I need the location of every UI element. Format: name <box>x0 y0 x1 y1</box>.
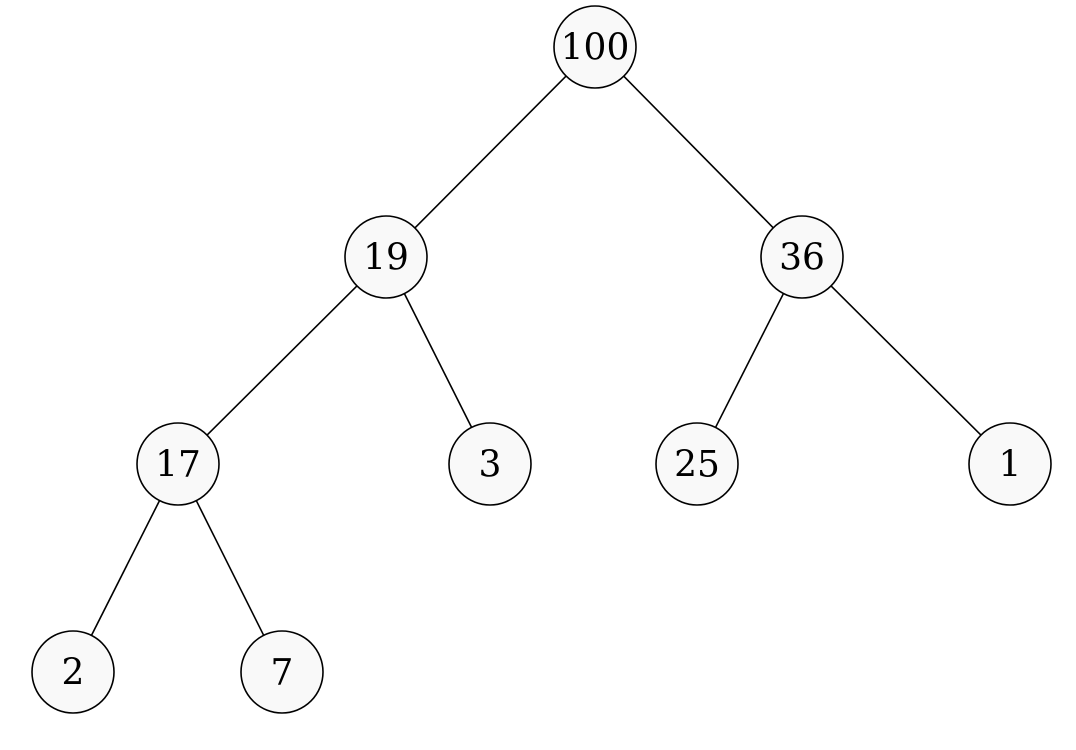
tree-edge <box>403 293 473 428</box>
tree-node: 7 <box>240 630 324 714</box>
tree-node-circle <box>240 630 324 714</box>
tree-node-circle <box>760 215 844 299</box>
tree-node-circle <box>968 422 1052 506</box>
tree-nodes: 100 19 36 17 3 25 1 2 7 <box>31 5 1052 714</box>
tree-node-circle <box>344 215 428 299</box>
tree-node: 100 <box>553 5 637 89</box>
tree-node-label: 1 <box>999 445 1022 486</box>
tree-node: 3 <box>448 422 532 506</box>
tree-edge <box>90 500 161 636</box>
tree-node-label: 7 <box>271 653 294 694</box>
tree-node: 19 <box>344 215 428 299</box>
tree-edge <box>830 285 982 436</box>
tree-node-label: 2 <box>62 653 85 694</box>
tree-node-label: 19 <box>363 238 409 279</box>
tree-node-circle <box>448 422 532 506</box>
tree-node-label: 100 <box>561 28 630 69</box>
tree-edge <box>623 75 774 229</box>
tree-node-label: 25 <box>674 445 720 486</box>
tree-node: 36 <box>760 215 844 299</box>
tree-edge <box>195 500 265 636</box>
tree-node-label: 36 <box>779 238 825 279</box>
tree-edge <box>206 285 358 436</box>
tree-node: 2 <box>31 630 115 714</box>
tree-node-circle <box>31 630 115 714</box>
tree-edges <box>90 75 982 636</box>
tree-edge <box>714 293 785 428</box>
tree-node-circle <box>655 422 739 506</box>
tree-edge <box>414 75 567 229</box>
tree-node: 17 <box>136 422 220 506</box>
tree-node-label: 17 <box>155 445 201 486</box>
tree-node: 1 <box>968 422 1052 506</box>
tree-node-label: 3 <box>479 445 502 486</box>
tree-node-circle <box>553 5 637 89</box>
tree-node: 25 <box>655 422 739 506</box>
tree-node-circle <box>136 422 220 506</box>
